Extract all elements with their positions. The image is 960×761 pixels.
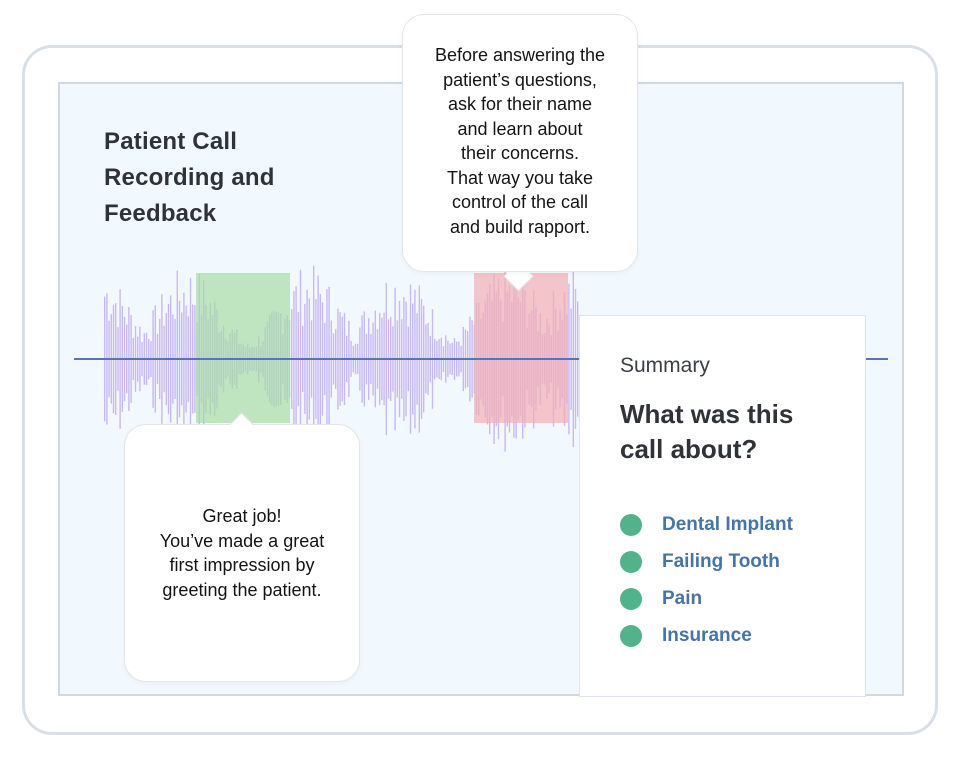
highlight-greeting-segment[interactable] bbox=[196, 273, 290, 423]
topic-item[interactable]: Insurance bbox=[620, 617, 793, 654]
highlight-needs-improvement-segment[interactable] bbox=[474, 273, 568, 423]
topic-list: Dental Implant Failing Tooth Pain Insura… bbox=[620, 506, 793, 654]
tooltip-line: patient’s questions, bbox=[443, 69, 597, 90]
tooltip-line: their concerns. bbox=[460, 143, 580, 163]
topic-item[interactable]: Failing Tooth bbox=[620, 543, 793, 580]
page-title: Patient Call Recording and Feedback bbox=[104, 128, 275, 227]
summary-question-line: call about? bbox=[620, 434, 758, 464]
topic-bullet-icon bbox=[620, 550, 642, 573]
tooltip-line: first impression by bbox=[169, 555, 315, 575]
tooltip-call-control-tip: Before answering the patient’s questions… bbox=[402, 14, 638, 272]
topic-item[interactable]: Dental Implant bbox=[620, 506, 793, 543]
summary-label: Summary bbox=[620, 354, 710, 377]
summary-card: Summary What was this call about? Dental… bbox=[579, 315, 866, 697]
topic-label: Failing Tooth bbox=[662, 550, 780, 572]
topic-bullet-icon bbox=[620, 513, 642, 536]
tooltip-line: and build rapport. bbox=[449, 216, 591, 237]
topic-item[interactable]: Pain bbox=[620, 580, 793, 617]
tooltip-line: ask for their name bbox=[447, 94, 593, 114]
topic-label: Pain bbox=[662, 587, 703, 609]
summary-question-line: What was this bbox=[620, 399, 794, 429]
tooltip-line: and learn about bbox=[457, 118, 583, 139]
tooltip-line: greeting the patient. bbox=[162, 579, 322, 600]
tooltip-line: control of the call bbox=[451, 192, 589, 212]
topic-bullet-icon bbox=[620, 624, 642, 647]
tooltip-greeting-feedback: Great job! You’ve made a great first imp… bbox=[124, 424, 360, 682]
tooltip-line: Before answering the bbox=[434, 45, 606, 65]
topic-label: Insurance bbox=[662, 624, 752, 646]
summary-question: What was this call about? bbox=[620, 397, 850, 467]
tooltip-line: Great job! bbox=[202, 506, 282, 526]
topic-bullet-icon bbox=[620, 587, 642, 610]
tooltip-text: Great job! You’ve made a great first imp… bbox=[160, 504, 324, 602]
topic-label: Dental Implant bbox=[662, 513, 793, 535]
tooltip-line: That way you take bbox=[446, 167, 594, 188]
tooltip-line: You’ve made a great bbox=[159, 530, 325, 551]
